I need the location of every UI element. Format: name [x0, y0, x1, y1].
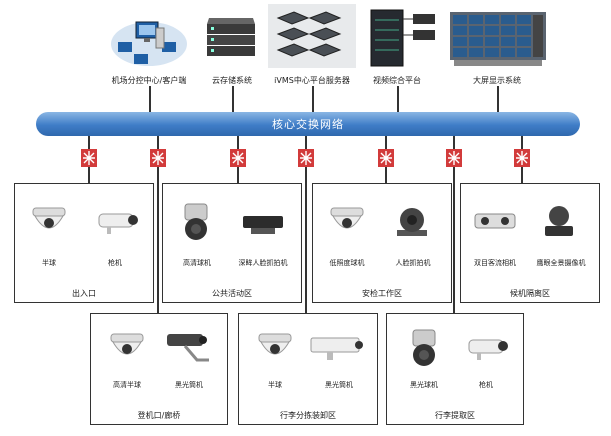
network-switch-icon: [446, 149, 462, 167]
ivms-label: iVMS中心平台服务器: [274, 76, 350, 85]
connector-line: [497, 86, 499, 112]
cam-label: 黑光筒机: [175, 381, 203, 389]
network-switch-icon: [514, 149, 530, 167]
cloud-storage-icon: [207, 18, 255, 56]
core-switch-network: 核心交换网络: [36, 112, 580, 136]
cam-label: 鹰眼全景摄像机: [536, 259, 586, 267]
cam-label: 双目客流相机: [474, 259, 516, 267]
cam-label: 低照度球机: [329, 259, 365, 267]
cam-label: 黑光球机: [410, 381, 438, 389]
face-capture-camera-icon: [243, 216, 283, 234]
cam-label: 半球: [42, 259, 56, 267]
binocular-camera-icon: [474, 213, 516, 229]
panoramic-camera-icon: [545, 206, 573, 236]
dome-camera-icon: [258, 333, 292, 355]
connector-line: [312, 86, 314, 112]
face-camera-icon: [397, 208, 427, 236]
network-switch-icon: [150, 149, 166, 167]
zone-title: 公共活动区: [212, 289, 252, 298]
cam-label: 人脸抓拍机: [395, 259, 431, 267]
zone-title: 出入口: [72, 289, 96, 298]
zone-boarding-isolation: 双目客流相机 鹰眼全景摄像机 候机隔离区: [460, 183, 600, 303]
wall-label: 大屏显示系统: [473, 76, 521, 85]
zone-title: 候机隔离区: [510, 289, 550, 298]
video-platform-icon: [370, 9, 435, 67]
client-computers-icon: [111, 21, 187, 66]
client-label: 机场分控中心/客户端: [111, 76, 187, 85]
video-label: 视频综合平台: [373, 76, 421, 85]
zone-public-area: 高清球机 深眸人脸抓拍机 公共活动区: [162, 183, 302, 303]
zone-title: 行李分拣装卸区: [280, 411, 336, 420]
zone-title: 登机口/廊桥: [137, 411, 181, 420]
dome-camera-icon: [330, 207, 364, 229]
bracket-bullet-camera-icon: [167, 334, 209, 362]
backbone-label: 核心交换网络: [272, 118, 344, 131]
network-switch-icon: [81, 149, 97, 167]
connector-line: [232, 86, 234, 112]
connector-line: [149, 86, 151, 112]
zone-entrance: 半球 枪机 出入口: [14, 183, 154, 303]
connector-line: [397, 86, 399, 112]
cam-label: 半球: [268, 381, 282, 389]
ivms-server-icon: [268, 4, 356, 68]
zone-boarding-gate: 高清半球 黑光筒机 登机口/廊桥: [90, 313, 228, 425]
network-switch-icon: [298, 149, 314, 167]
connector-line: [157, 136, 159, 314]
cam-label: 深眸人脸抓拍机: [238, 259, 288, 267]
cam-label: 黑光筒机: [325, 381, 353, 389]
dome-camera-icon: [110, 333, 144, 355]
cloud-label: 云存储系统: [212, 76, 252, 85]
ptz-camera-icon: [184, 203, 208, 240]
video-wall-icon: [450, 12, 546, 66]
connector-line: [453, 136, 455, 314]
dome-camera-icon: [32, 207, 66, 229]
bullet-camera-icon: [98, 213, 138, 234]
cam-label: 枪机: [108, 259, 122, 267]
network-switch-icon: [378, 149, 394, 167]
zone-security-check: 低照度球机 人脸抓拍机 安检工作区: [312, 183, 452, 303]
box-camera-icon: [310, 337, 363, 360]
connector-line: [305, 136, 307, 314]
bullet-camera-icon: [468, 339, 508, 360]
zone-title: 行李提取区: [435, 411, 475, 420]
cam-label: 枪机: [479, 381, 493, 389]
ptz-camera-icon: [412, 329, 436, 366]
zone-baggage-claim: 黑光球机 枪机 行李提取区: [386, 313, 524, 425]
zone-baggage-sorting: 半球 黑光筒机 行李分拣装卸区: [238, 313, 378, 425]
cam-label: 高清球机: [183, 259, 211, 267]
zone-title: 安检工作区: [362, 289, 402, 298]
cam-label: 高清半球: [113, 381, 141, 389]
network-switch-icon: [230, 149, 246, 167]
